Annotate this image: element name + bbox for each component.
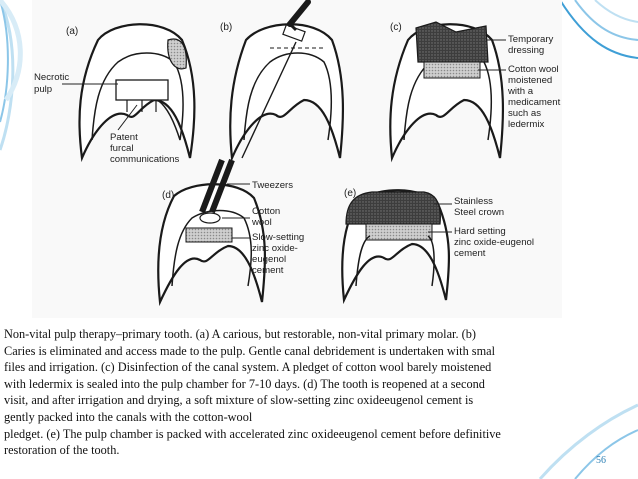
caption-line: files and irrigation. (c) Disinfection o…	[4, 360, 492, 375]
panel-label-e: (e)	[344, 188, 356, 199]
panel-label-c: (c)	[390, 22, 402, 33]
tooth-e	[341, 189, 451, 305]
caption-line: gently packed into the canals with the c…	[4, 409, 253, 424]
tooth-b	[229, 0, 345, 163]
caption-line: with ledermix is sealed into the pulp ch…	[4, 376, 485, 391]
caption-line: Non-vital pulp therapy–primary tooth. (a…	[4, 327, 476, 341]
label-hard-setting-cement: Hard setting zinc oxide-eugenol cement	[454, 226, 537, 259]
label-temporary-dressing: Temporary dressing	[508, 34, 556, 56]
label-cotton-wool-medicament: Cotton wool moistened with a medicament …	[507, 64, 562, 130]
caption-line: visit, and after irrigation and drying, …	[4, 393, 474, 408]
page-number: 56	[596, 455, 606, 466]
panel-label-d: (d)	[162, 190, 174, 201]
label-patent-furcal: Patent furcal communications	[110, 132, 180, 165]
figure-caption: Non-vital pulp therapy–primary tooth. (a…	[4, 326, 612, 459]
caption-line: Caries is eliminated and access made to …	[4, 343, 496, 358]
tooth-d	[157, 158, 267, 307]
caption-line: pledget. (e) The pulp chamber is packed …	[4, 426, 501, 441]
tooth-c	[389, 21, 505, 163]
tooth-illustration-figure: (a) (b) (c) (d) (e) Necrotic pulp Patent…	[32, 0, 562, 318]
tooth-a	[78, 23, 196, 163]
label-necrotic-pulp: Necrotic pulp	[34, 72, 72, 95]
label-slow-setting-cement: Slow-setting zinc oxide- eugenol cement	[252, 232, 307, 276]
label-tweezers: Tweezers	[252, 180, 293, 191]
label-stainless-steel-crown: Stainless Steel crown	[454, 196, 504, 218]
caption-line: restoration of the tooth.	[4, 443, 120, 458]
panel-label-a: (a)	[66, 26, 78, 37]
label-cotton-wool: Cotton wool	[251, 206, 283, 228]
panel-label-b: (b)	[220, 22, 232, 33]
